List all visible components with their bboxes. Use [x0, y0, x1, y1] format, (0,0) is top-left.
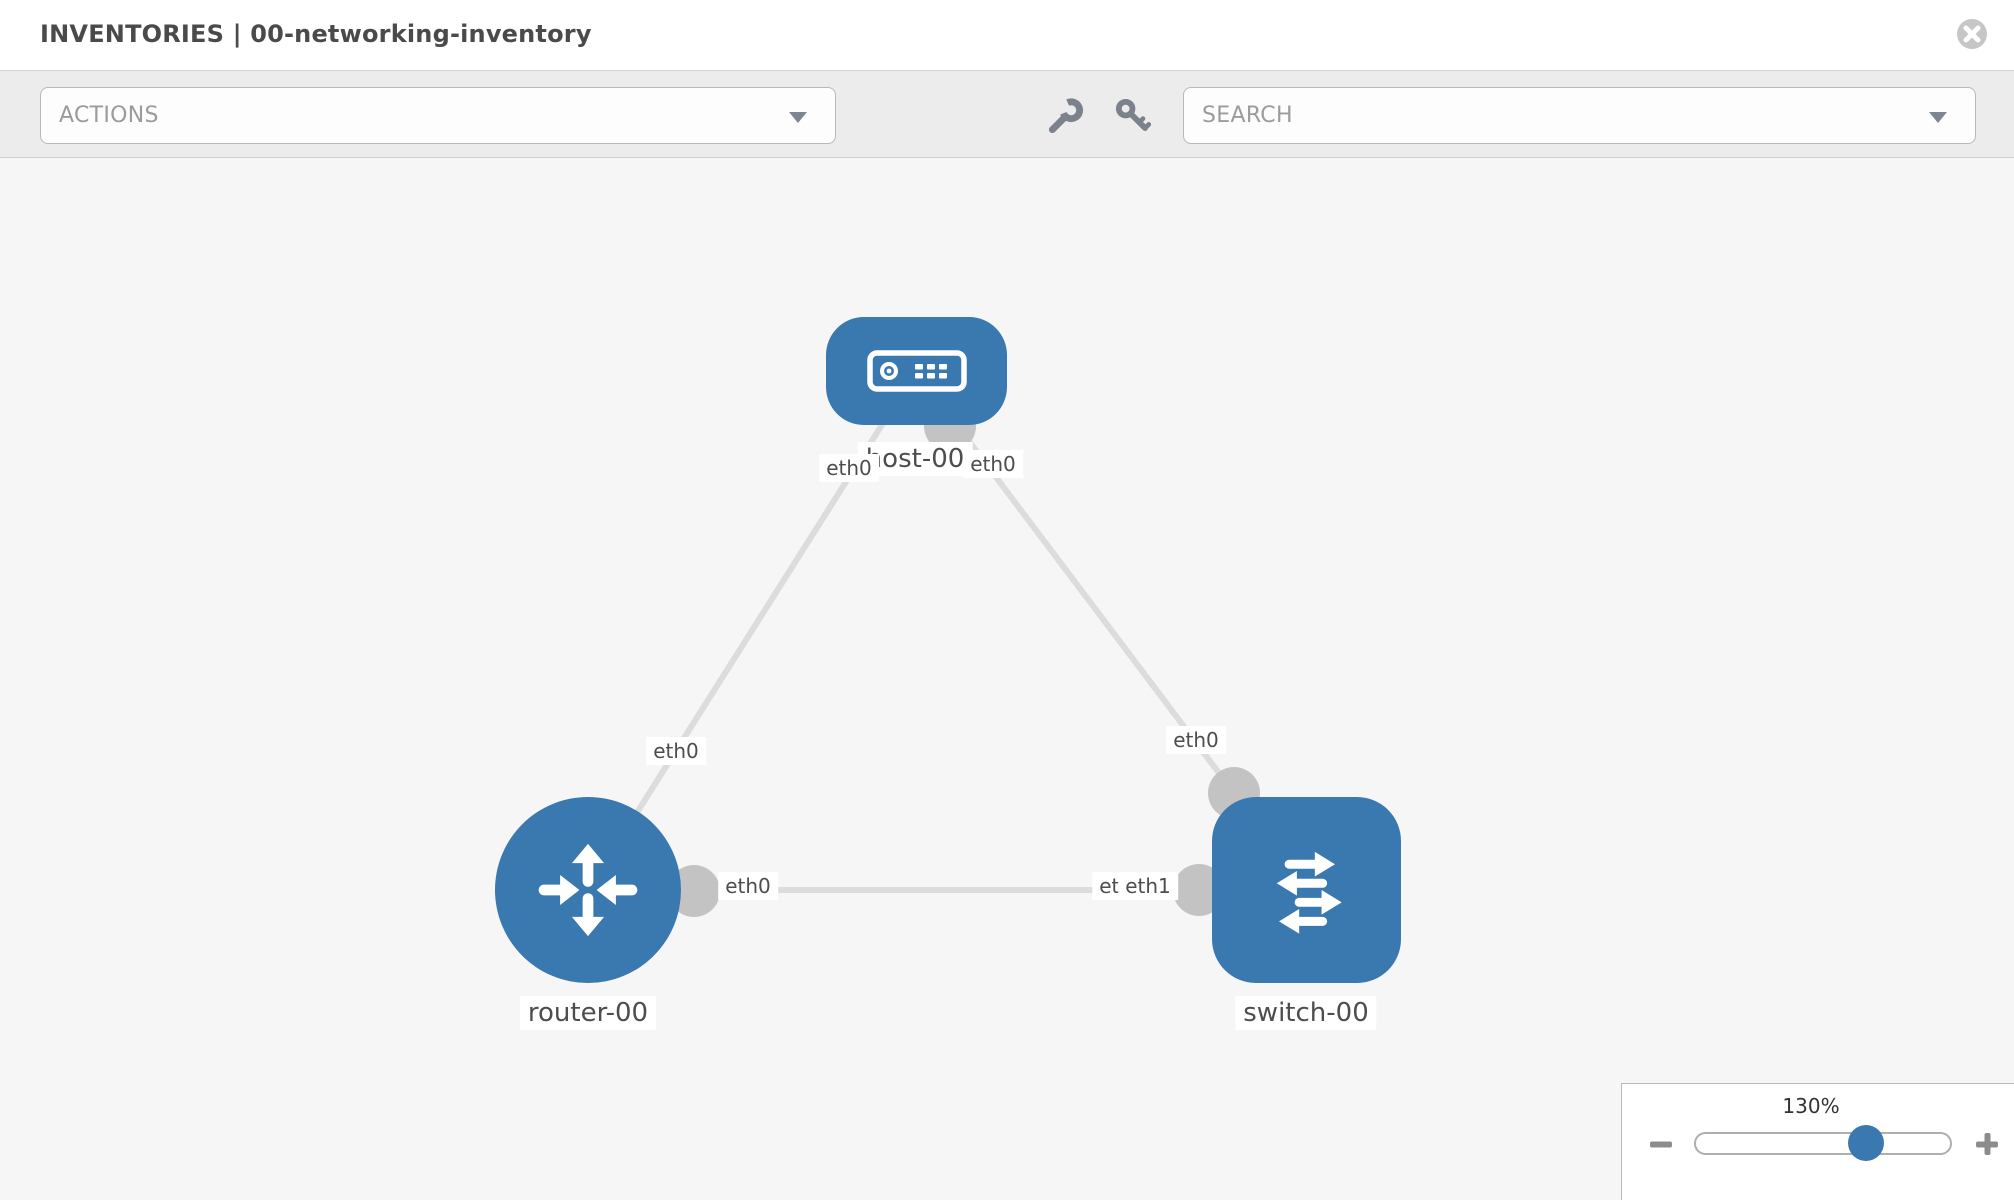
host-device-icon — [866, 350, 967, 392]
chevron-down-icon — [789, 112, 807, 123]
configure-button[interactable] — [1043, 94, 1089, 140]
credentials-button[interactable] — [1110, 94, 1156, 140]
interface-label-host-right: eth0 — [963, 450, 1023, 478]
interface-label-switch-end-eth1: eth1 — [1118, 872, 1178, 900]
interface-label-router-end: eth0 — [718, 872, 778, 900]
interface-label-host-left: eth0 — [819, 454, 879, 482]
search-dropdown[interactable]: SEARCH — [1183, 87, 1976, 144]
close-icon — [1957, 19, 1987, 49]
zoom-slider-track[interactable] — [1694, 1125, 1952, 1161]
node-router-00[interactable] — [495, 797, 681, 983]
key-icon — [1115, 98, 1152, 131]
minus-icon — [1650, 1141, 1672, 1147]
zoom-slider-handle[interactable] — [1848, 1125, 1884, 1161]
plus-icon — [1976, 1132, 1998, 1155]
zoom-control-panel: 130% — [1621, 1083, 2014, 1200]
close-button[interactable] — [1955, 18, 1989, 52]
node-switch-00[interactable] — [1212, 797, 1401, 983]
zoom-out-button[interactable] — [1646, 1130, 1676, 1160]
node-label-switch: switch-00 — [1235, 996, 1377, 1030]
interface-label-host-router-link: eth0 — [646, 737, 706, 765]
search-dropdown-label: SEARCH — [1202, 103, 1293, 128]
header: INVENTORIES | 00-networking-inventory — [0, 0, 2014, 71]
interface-label-host-switch-link: eth0 — [1166, 726, 1226, 754]
switch-icon — [1276, 851, 1342, 934]
router-icon — [538, 843, 638, 937]
actions-dropdown-label: ACTIONS — [59, 103, 159, 128]
zoom-level-readout: 130% — [1782, 1094, 1840, 1118]
chevron-down-icon — [1929, 112, 1947, 123]
node-label-router: router-00 — [519, 996, 657, 1030]
wrench-icon — [1048, 97, 1084, 133]
zoom-in-button[interactable] — [1972, 1130, 2002, 1160]
topology-canvas[interactable] — [0, 158, 2014, 1200]
page-title: INVENTORIES | 00-networking-inventory — [40, 20, 592, 48]
node-host-00[interactable] — [826, 317, 1007, 425]
actions-dropdown[interactable]: ACTIONS — [40, 87, 836, 144]
toolbar: ACTIONS SEARCH — [0, 71, 2014, 158]
